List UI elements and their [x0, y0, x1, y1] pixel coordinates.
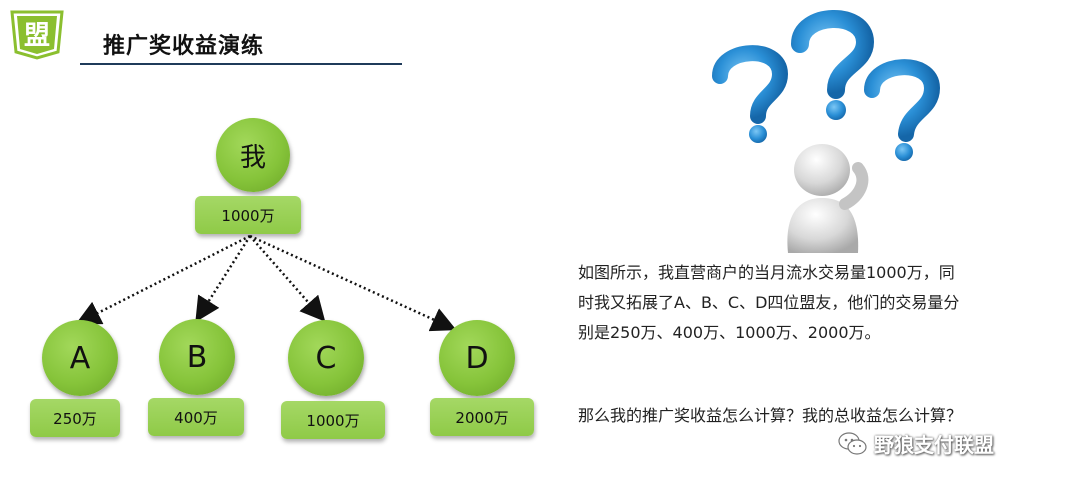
description-line: 时我又拓展了A、B、C、D四位盟友，他们的交易量分: [578, 293, 960, 312]
description-paragraph: 如图所示，我直营商户的当月流水交易量1000万，同 时我又拓展了A、B、C、D四…: [578, 258, 1068, 348]
person-figure: [787, 144, 869, 253]
question-text: 那么我的推广奖收益怎么计算？我的总收益怎么计算？: [578, 406, 963, 425]
watermark-text: 野狼支付联盟: [874, 433, 994, 457]
question-mark-right-icon: [864, 59, 941, 161]
node-c-amount: 1000万: [281, 401, 385, 439]
node-a: A: [42, 320, 118, 396]
description-line: 别是250万、400万、1000万、2000万。: [578, 323, 881, 342]
arrow-to-b: [195, 235, 252, 323]
question-mark-left-icon: [712, 45, 789, 143]
watermark: 野狼支付联盟: [838, 429, 994, 458]
arrow-to-a: [75, 234, 251, 325]
node-me-amount: 1000万: [195, 196, 301, 234]
logo: 盟: [6, 6, 68, 60]
node-b-amount: 400万: [148, 398, 244, 436]
node-c: C: [288, 320, 364, 396]
question-mark-center-icon: [791, 10, 875, 120]
node-me: 我: [216, 118, 290, 192]
page-title: 推广奖收益演练: [103, 34, 265, 59]
arrow-to-d: [249, 234, 457, 332]
node-b: B: [159, 319, 235, 395]
wechat-icon: [838, 431, 867, 455]
node-d-amount: 2000万: [430, 398, 534, 436]
arrow-to-c: [249, 235, 326, 322]
node-d: D: [439, 320, 515, 396]
title-underline: [80, 63, 402, 65]
node-a-amount: 250万: [30, 399, 120, 437]
logo-char: 盟: [24, 21, 50, 51]
description-line: 如图所示，我直营商户的当月流水交易量1000万，同: [578, 263, 955, 282]
thinking-figure-illustration: [700, 8, 960, 253]
